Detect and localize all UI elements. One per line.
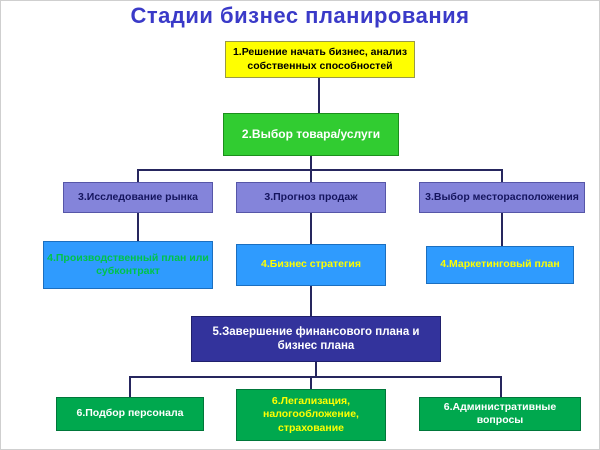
node-stage3-sales-forecast: 3.Прогноз продаж [236,182,386,213]
node-stage4-marketing-plan: 4.Маркетинговый план [426,246,574,284]
node-stage4b-label: 4.Бизнес стратегия [261,258,361,271]
connector-stage3b-stage4b [310,213,312,244]
connector-row6-right-drop [500,376,502,397]
node-stage6b-label: 6.Легализация, налогообложение, страхова… [263,395,359,434]
node-stage5-finalize-plan: 5.Завершение финансового плана и бизнес … [191,316,441,362]
connector-stage3c-stage4c [501,213,503,246]
node-stage3-location-choice: 3.Выбор месторасположения [419,182,585,213]
connector-row3-horizontal [137,169,503,171]
connector-row6-middle-drop [310,376,312,389]
node-stage3-market-research: 3.Исследование рынка [63,182,213,213]
connector-stage5-row6-stub [315,362,317,376]
node-stage6-staffing: 6.Подбор персонала [56,397,204,431]
connector-row6-left-drop [129,376,131,397]
node-stage3b-label: 3.Прогноз продаж [264,190,358,203]
node-stage1-label: 1.Решение начать бизнес, анализ собствен… [232,46,408,72]
node-stage2-product-choice: 2.Выбор товара/услуги [223,113,399,156]
connector-row3-left-drop [137,169,139,182]
node-stage6-legalization: 6.Легализация, налогообложение, страхова… [236,389,386,441]
node-stage4-business-strategy: 4.Бизнес стратегия [236,244,386,286]
connector-stage3a-stage4a [137,213,139,241]
connector-stage1-stage2 [318,78,320,113]
node-stage2-label: 2.Выбор товара/услуги [241,127,381,141]
connector-row3-right-drop [501,169,503,182]
node-stage6a-label: 6.Подбор персонала [76,407,184,420]
node-stage6-administrative: 6.Административные вопросы [419,397,581,431]
connector-row6-horizontal [129,376,502,378]
node-stage4c-label: 4.Маркетинговый план [440,258,560,271]
node-stage3a-label: 3.Исследование рынка [78,190,198,203]
node-stage5-label: 5.Завершение финансового плана и бизнес … [212,325,420,352]
node-stage4a-label: 4.Производственный план или субконтракт [47,251,209,277]
diagram-title: Стадии бизнес планирования [130,3,470,28]
node-stage3c-label: 3.Выбор месторасположения [425,190,579,203]
node-stage1-decision: 1.Решение начать бизнес, анализ собствен… [225,41,415,78]
node-stage6c-label: 6.Административные вопросы [443,400,557,426]
connector-stage4b-stage5 [310,286,312,316]
node-stage4-production-plan: 4.Производственный план или субконтракт [43,241,213,289]
